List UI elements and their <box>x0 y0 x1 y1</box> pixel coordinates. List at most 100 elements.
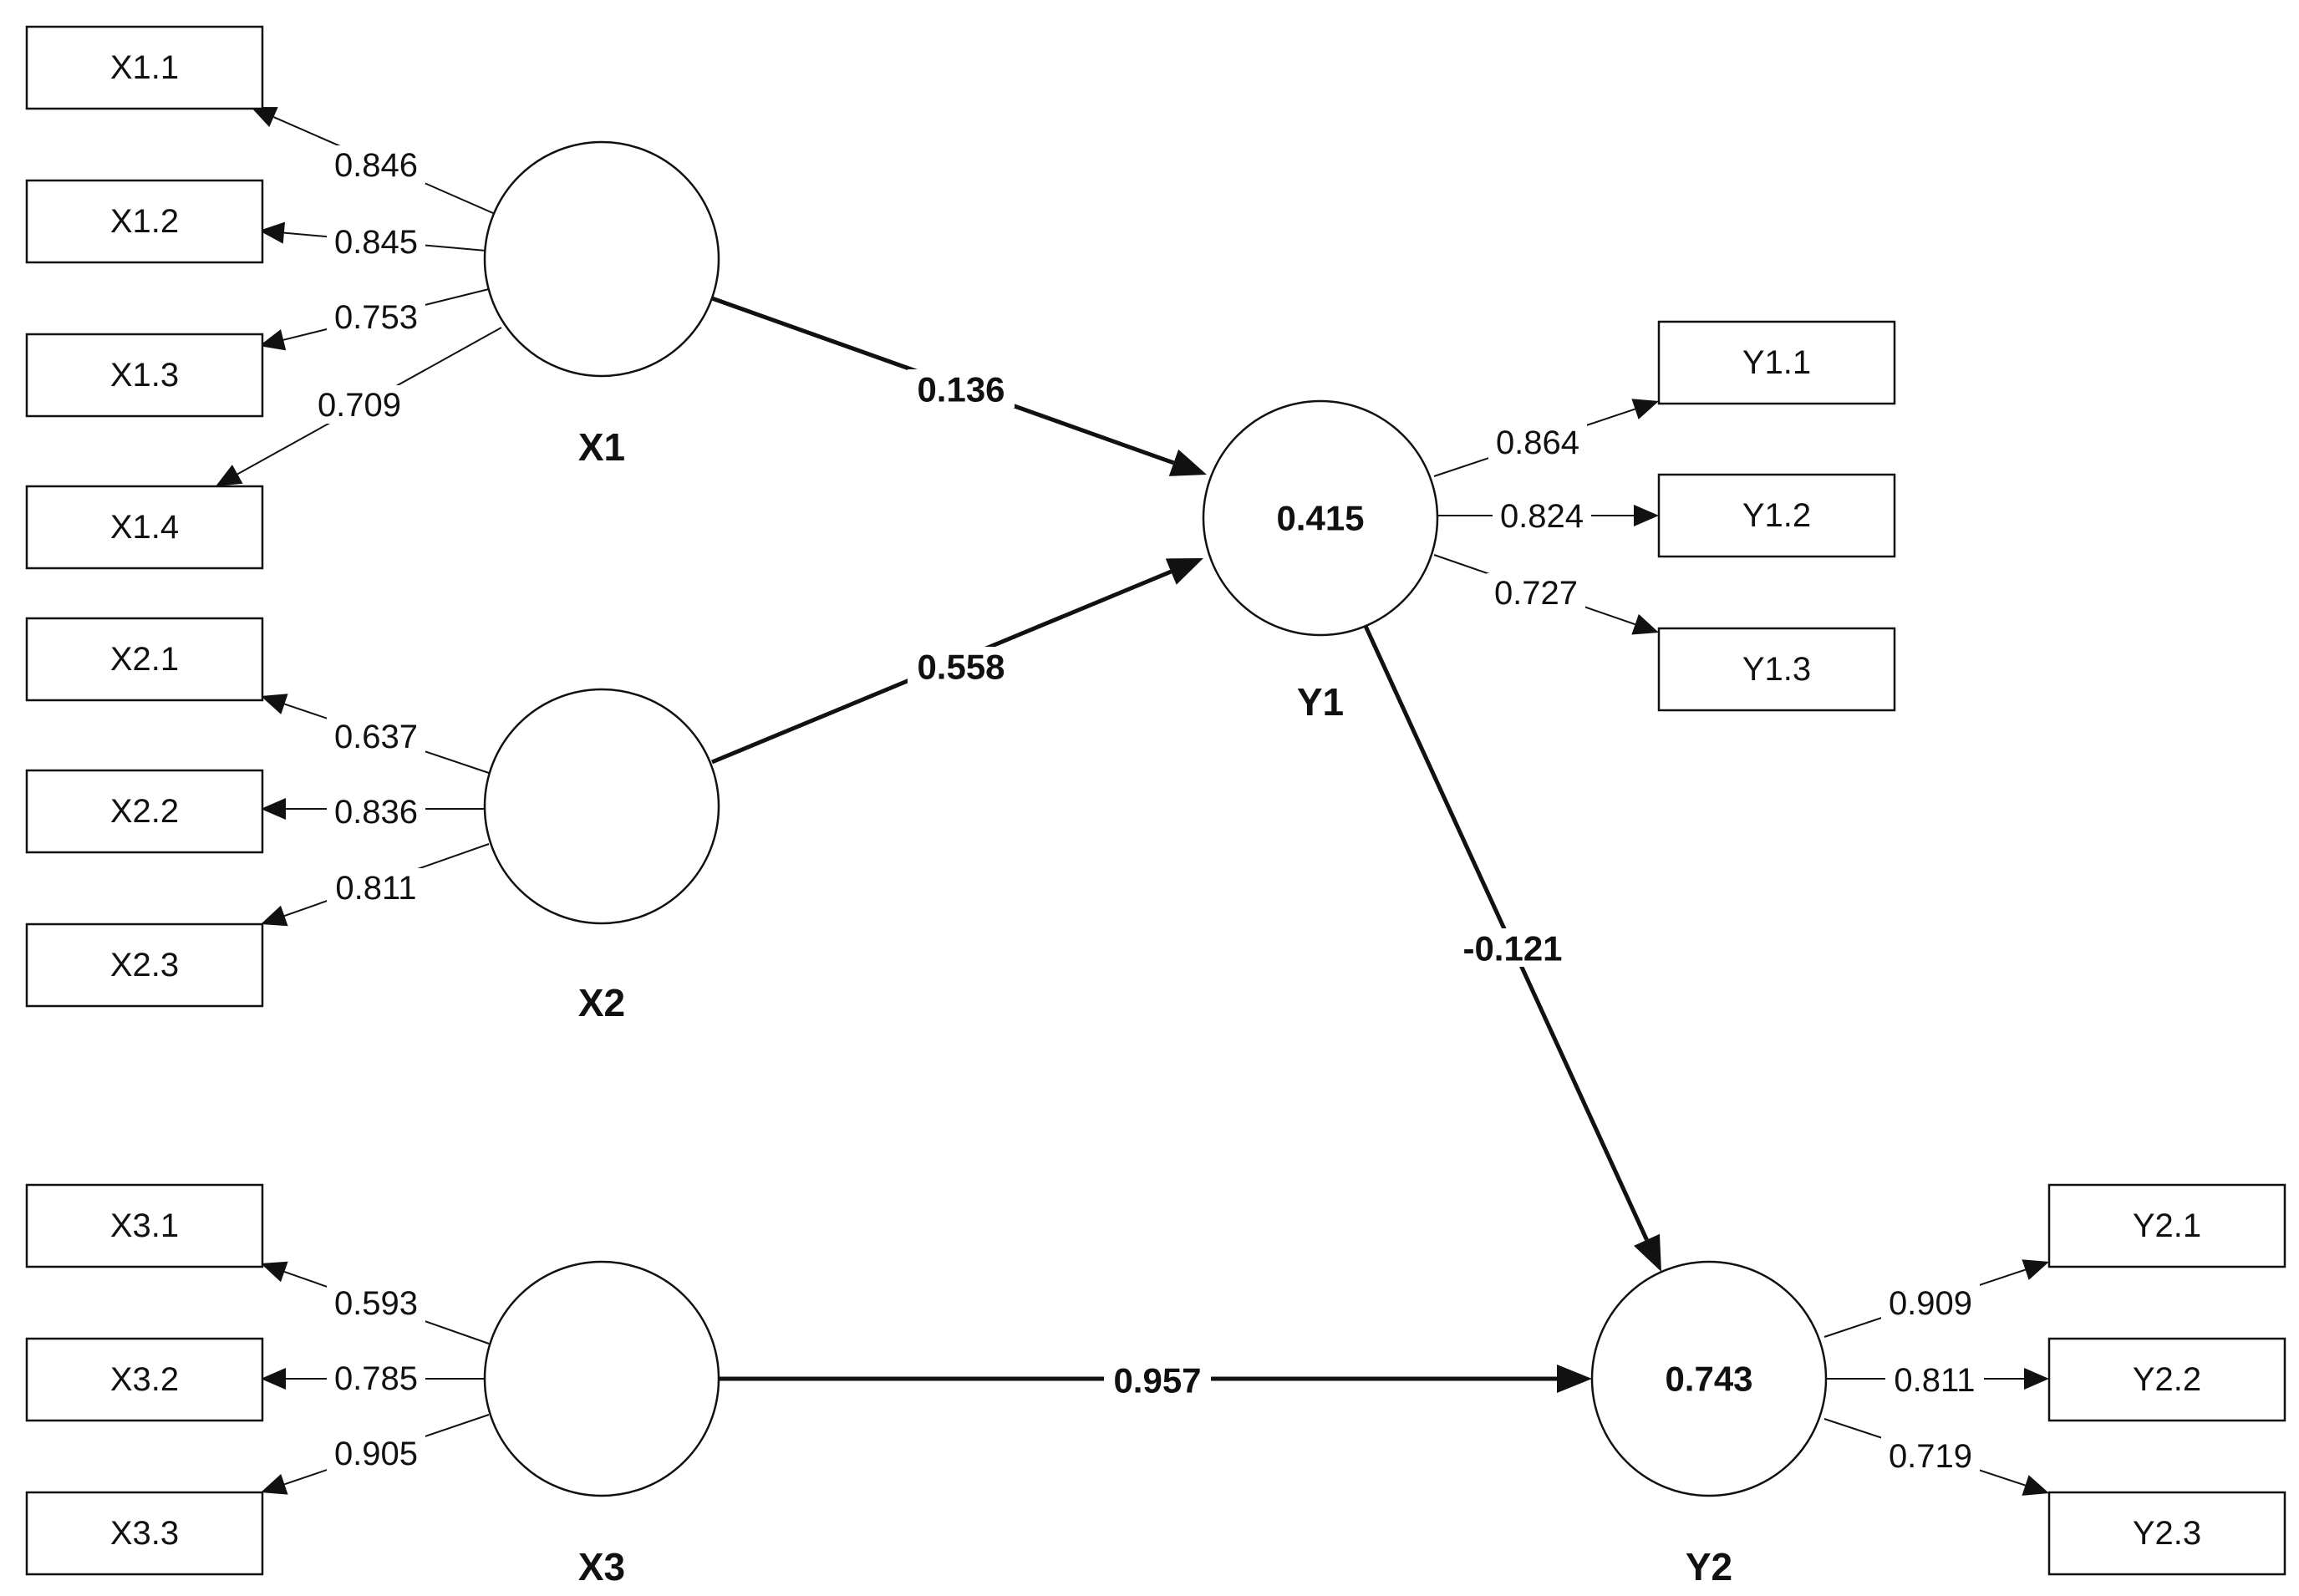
loading-label-Y1-2-background <box>1493 496 1591 535</box>
indicator-box-Y2-3: Y2.3 <box>2047 1491 2286 1576</box>
r-squared-value: 0.743 <box>1665 1360 1752 1399</box>
loading-arrow-X2-3-arrowhead <box>261 905 288 927</box>
indicator-rect <box>25 1183 264 1268</box>
loading-arrow-X1-1-arrowhead <box>251 107 278 127</box>
latent-variable-name: X3 <box>578 1545 625 1588</box>
indicator-label: X1.4 <box>110 509 179 546</box>
path-coefficient-X2-Y1-group: 0.558 <box>908 647 1015 687</box>
loading-arrow-X3-1-arrowhead <box>261 1261 288 1283</box>
loading-label-X3-1: 0.593 <box>334 1285 418 1322</box>
indicator-rect <box>2047 1491 2286 1576</box>
path-coefficient-X3-Y2-background <box>1104 1360 1211 1399</box>
loading-label-X1-4-group: 0.709 <box>310 385 409 424</box>
loading-arrow-Y2-2-arrowhead <box>2024 1368 2049 1390</box>
latent-circle <box>1590 1260 1828 1497</box>
loading-label-X1-1: 0.846 <box>334 147 418 184</box>
path-arrow-X3-Y2-arrowhead <box>1557 1365 1592 1393</box>
loading-label-Y2-3-background <box>1881 1436 1980 1475</box>
loading-label-X1-1-group: 0.846 <box>327 145 425 184</box>
latent-variable-X3: X3 <box>483 1260 720 1588</box>
indicator-rect <box>25 485 264 570</box>
path-coefficient-X3-Y2: 0.957 <box>1113 1361 1201 1400</box>
indicator-box-Y1-2: Y1.2 <box>1657 473 1896 558</box>
loading-arrow-Y2-1-arrowhead <box>2022 1259 2049 1280</box>
loading-arrow-X1-3-arrowhead <box>259 329 287 351</box>
loading-label-Y1-3: 0.727 <box>1494 575 1578 612</box>
loading-label-X1-2: 0.845 <box>334 224 418 261</box>
latent-variable-X1: X1 <box>483 140 720 469</box>
indicator-label: X3.1 <box>110 1207 179 1244</box>
latent-variable-name: X1 <box>578 425 625 469</box>
loading-label-X2-1-group: 0.637 <box>327 717 425 755</box>
indicator-label: X2.1 <box>110 641 179 678</box>
indicator-label: Y2.1 <box>2133 1207 2201 1244</box>
loading-arrow-X3-2-arrowhead <box>261 1368 286 1390</box>
latent-circle <box>483 1260 720 1497</box>
loading-label-X2-1-background <box>327 717 425 755</box>
indicator-box-X1-2: X1.2 <box>25 179 264 264</box>
indicator-box-Y1-3: Y1.3 <box>1657 627 1896 712</box>
loading-label-Y1-3-background <box>1487 573 1585 612</box>
loading-label-X2-3-group: 0.811 <box>327 868 425 907</box>
indicator-box-X2-3: X2.3 <box>25 923 264 1008</box>
path-coefficient-X2-Y1-background <box>908 647 1015 685</box>
path-coefficient-X1-Y1-background <box>908 369 1015 408</box>
indicator-rect <box>25 617 264 702</box>
loading-label-X2-2-group: 0.836 <box>327 792 425 831</box>
loading-label-X1-4-background <box>310 385 409 424</box>
indicator-label: Y1.3 <box>1742 651 1811 688</box>
loading-arrow-X2-2-arrowhead <box>261 798 286 820</box>
loading-label-X1-3-group: 0.753 <box>327 297 425 336</box>
loading-label-X1-4: 0.709 <box>318 387 401 424</box>
loading-label-X2-2: 0.836 <box>334 794 418 831</box>
indicator-box-X2-2: X2.2 <box>25 769 264 854</box>
loading-label-X2-1: 0.637 <box>334 719 418 755</box>
path-coefficient-Y1-Y2-group: -0.121 <box>1449 928 1576 968</box>
loading-arrow-Y2-3-arrowhead <box>2022 1475 2049 1496</box>
indicator-box-X3-1: X3.1 <box>25 1183 264 1268</box>
loading-label-X3-1-group: 0.593 <box>327 1283 425 1322</box>
latent-variable-name: X2 <box>578 981 625 1024</box>
path-arrow-X1-Y1-arrowhead <box>1168 449 1207 476</box>
indicator-rect <box>25 769 264 854</box>
indicator-box-X1-1: X1.1 <box>25 25 264 110</box>
indicator-box-X3-2: X3.2 <box>25 1337 264 1422</box>
path-arrow-X2-Y1-arrowhead <box>1165 558 1203 585</box>
loading-arrow-Y1-1-arrowhead <box>1631 399 1659 419</box>
loading-label-X2-3-background <box>327 868 425 907</box>
loading-label-X3-3: 0.905 <box>334 1436 418 1472</box>
indicator-rect <box>2047 1337 2286 1422</box>
indicator-label: Y1.1 <box>1742 344 1811 381</box>
path-coefficient-X2-Y1: 0.558 <box>917 648 1005 687</box>
loading-label-X1-1-background <box>327 145 425 184</box>
indicator-label: X1.3 <box>110 357 179 394</box>
indicator-label: Y2.3 <box>2133 1515 2201 1552</box>
loading-label-X3-2-group: 0.785 <box>327 1359 425 1397</box>
loading-label-X3-3-background <box>327 1434 425 1472</box>
loading-arrow-X1-4-arrowhead <box>216 465 243 486</box>
path-coefficient-X1-Y1: 0.136 <box>917 370 1005 409</box>
loading-label-Y1-2-group: 0.824 <box>1493 496 1591 535</box>
indicator-rect <box>2047 1183 2286 1268</box>
indicator-label: X2.2 <box>110 793 179 830</box>
indicator-label: X1.2 <box>110 203 179 240</box>
indicator-rect <box>1657 627 1896 712</box>
loading-label-Y1-1-group: 0.864 <box>1488 423 1587 461</box>
indicator-rect <box>25 25 264 110</box>
loading-label-X1-3-background <box>327 297 425 336</box>
loading-arrow-Y1-3-arrowhead <box>1631 613 1659 635</box>
loading-label-Y2-1-group: 0.909 <box>1881 1283 1980 1322</box>
indicator-rect <box>25 1491 264 1576</box>
loading-label-X3-2-background <box>327 1359 425 1397</box>
indicator-label: X2.3 <box>110 947 179 984</box>
loading-label-Y1-3-group: 0.727 <box>1487 573 1585 612</box>
loading-arrow-X1-2-arrowhead <box>259 221 286 244</box>
loading-label-X2-2-background <box>327 792 425 831</box>
loading-label-Y2-2-background <box>1885 1360 1984 1399</box>
latent-circle <box>483 140 720 378</box>
indicator-rect <box>25 179 264 264</box>
indicator-rect <box>1657 473 1896 558</box>
path-coefficient-Y1-Y2: -0.121 <box>1462 929 1562 968</box>
loading-label-X1-3: 0.753 <box>334 299 418 336</box>
